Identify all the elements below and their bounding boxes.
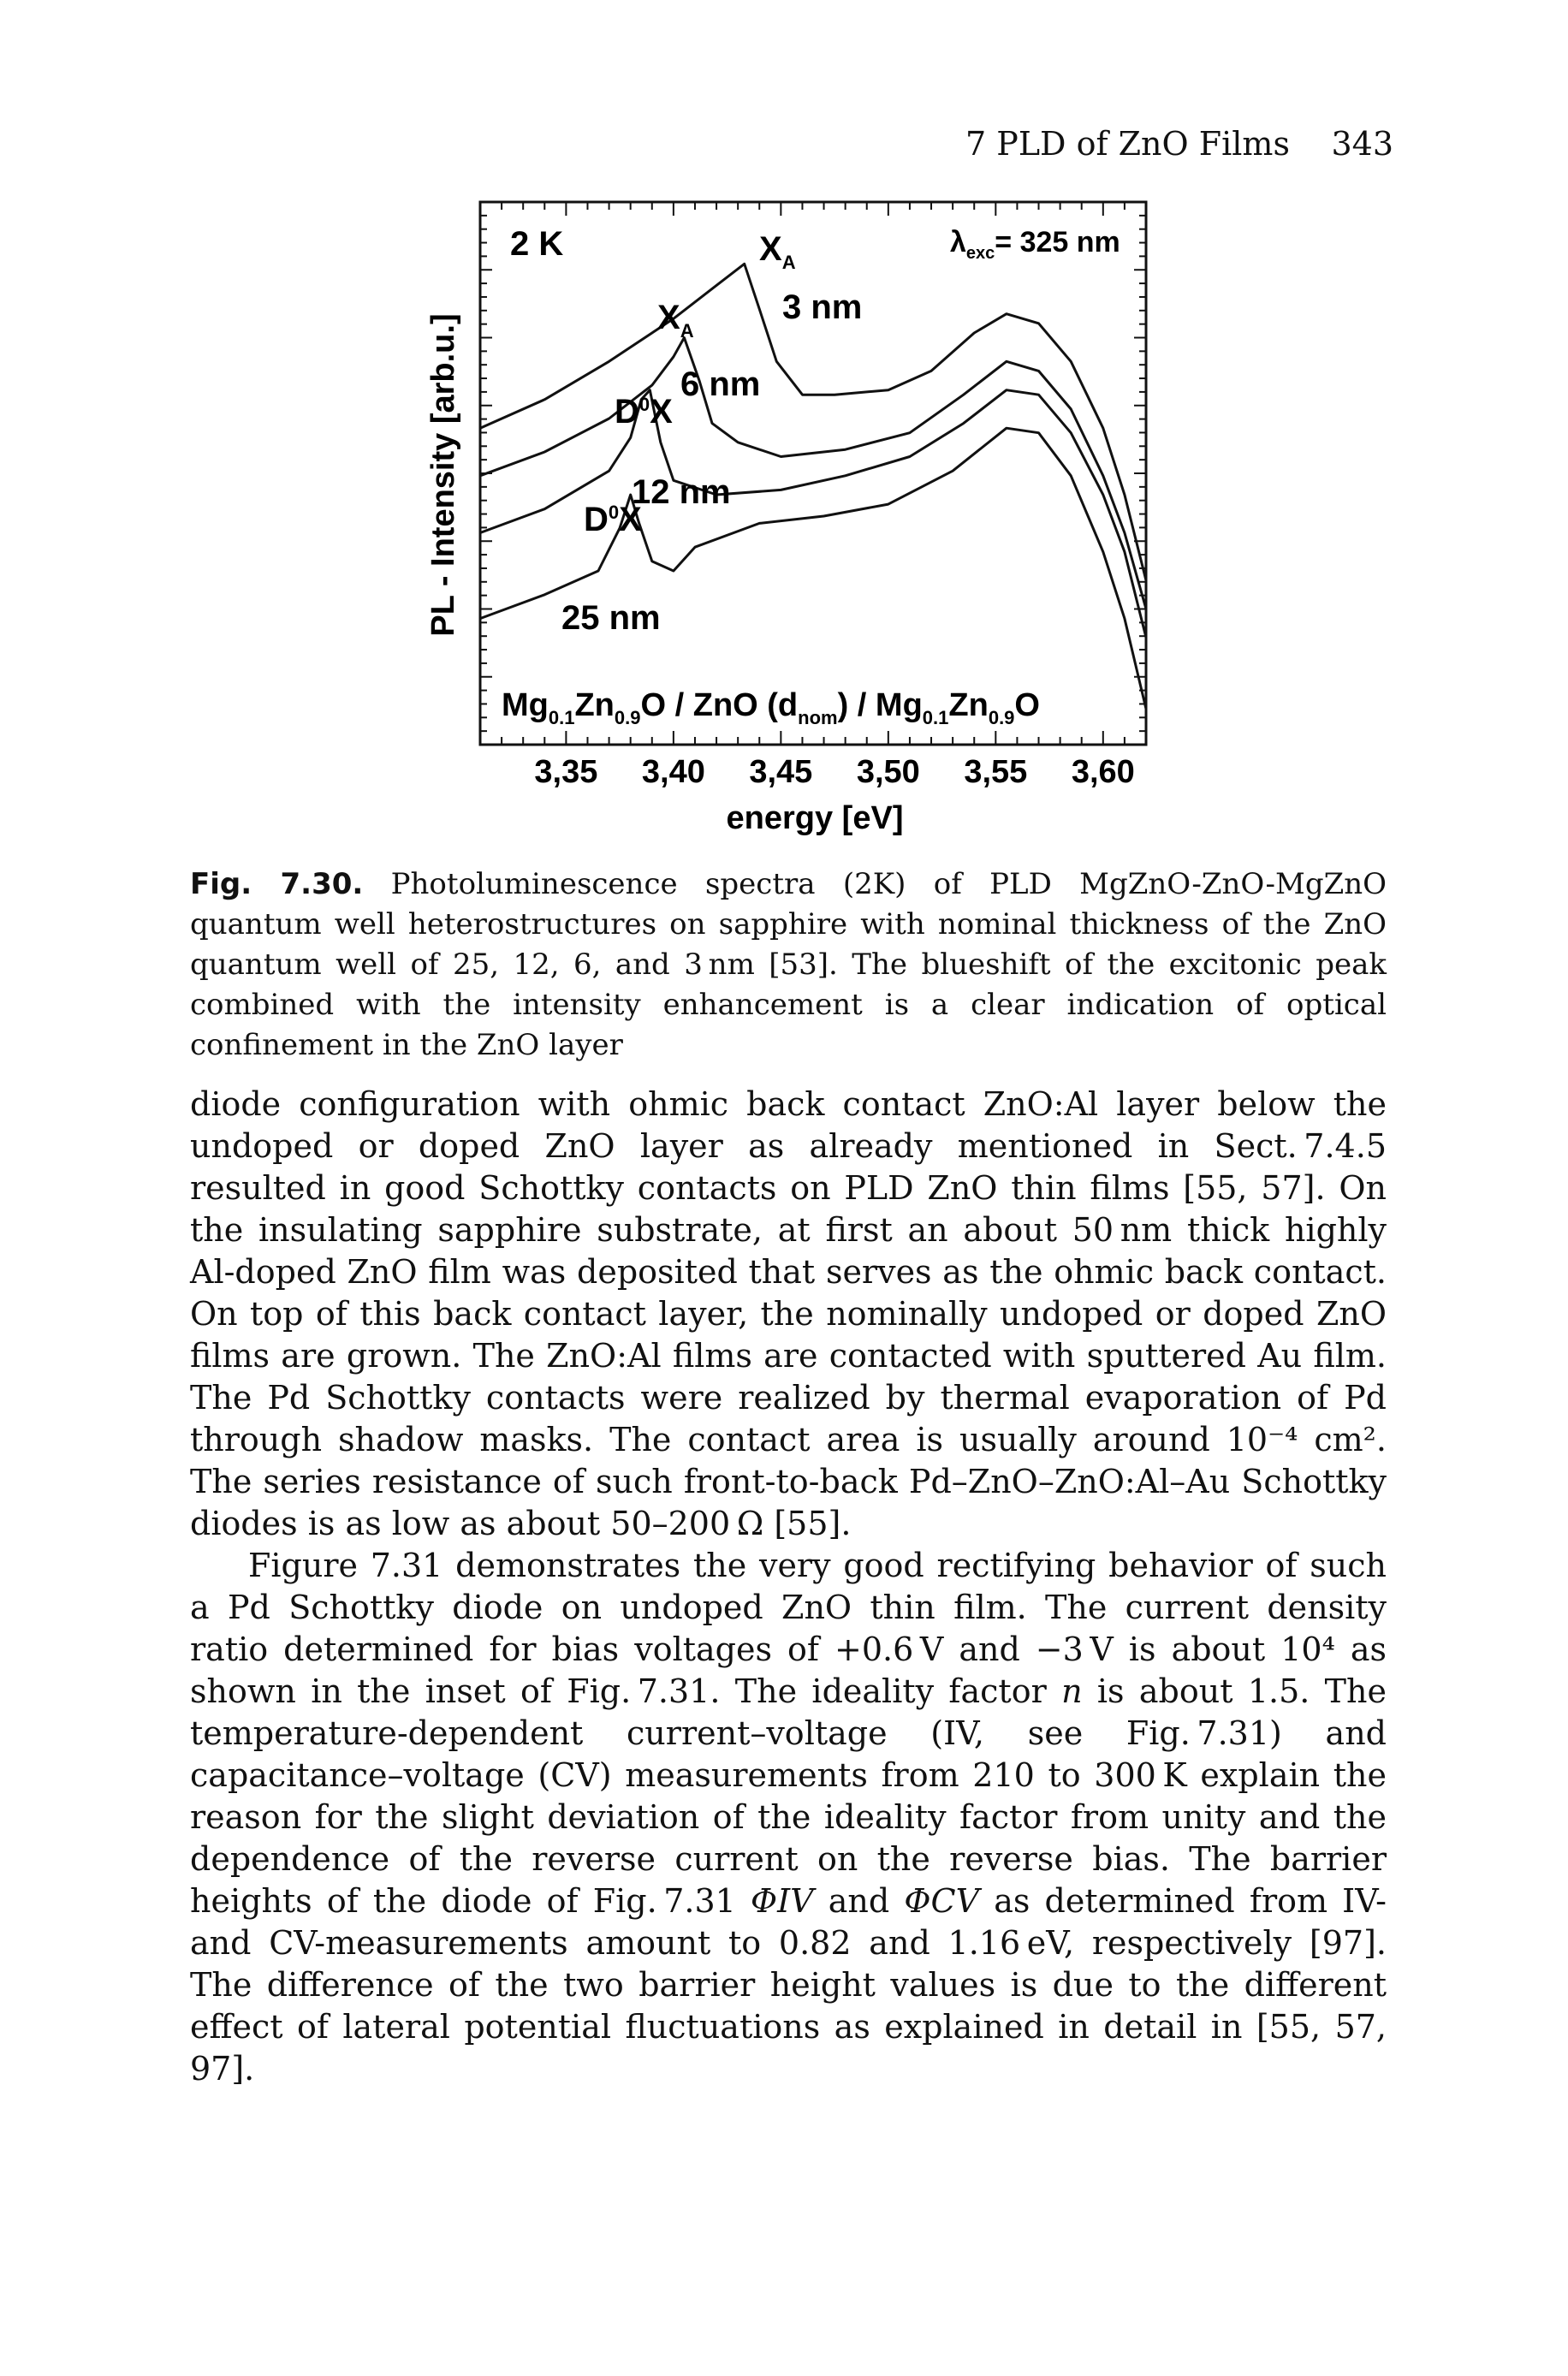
phi-cv-symbol: ΦCV	[904, 1882, 980, 1920]
x-tick-label: 3,35	[534, 754, 597, 790]
figure-caption: Fig. 7.30. Photoluminescence spectra (2K…	[190, 864, 1387, 1066]
page-number: 343	[1331, 125, 1393, 163]
x-tick-label: 3,40	[642, 754, 705, 790]
paragraph-2-part-c: and	[813, 1882, 905, 1920]
spectrum-line-25nm	[479, 426, 1148, 710]
paragraph-2-part-b: is about 1.5. The temperature-dependent …	[190, 1672, 1387, 1920]
series-labels: 3 nm 6 nm 12 nm 25 nm	[561, 288, 862, 637]
x-axis-label: energy [eV]	[727, 800, 904, 836]
series-label-6nm: 6 nm	[680, 365, 760, 403]
paragraph-2: Figure 7.31 demonstrates the very good r…	[190, 1545, 1387, 2090]
x-tick-label: 3,50	[857, 754, 920, 790]
excitation-subscript: exc	[966, 244, 995, 263]
spectrum-line-3nm	[479, 262, 1148, 581]
body-text: diode configuration with ohmic back cont…	[190, 1084, 1387, 2090]
ideality-symbol: n	[1061, 1672, 1083, 1710]
running-head: 7 PLD of ZnO Films 343	[965, 125, 1393, 163]
temperature-label: 2 K	[510, 225, 563, 263]
sample-structure-label: Mg0.1Zn0.9O / ZnO (dnom) / Mg0.1Zn0.9O	[502, 687, 1040, 728]
paragraph-2-part-d: as determined from IV- and CV-measuremen…	[190, 1882, 1387, 2088]
figure-label: Fig. 7.30.	[190, 867, 364, 901]
peak-label-d0x-12nm: D0X	[615, 393, 673, 431]
plot-frame	[478, 200, 1148, 746]
series-label-3nm: 3 nm	[782, 288, 862, 326]
series-label-12nm: 12 nm	[632, 473, 731, 511]
peak-label-xa-3nm: XA	[759, 230, 796, 273]
spectra-curves	[479, 262, 1148, 710]
peak-label-xa-6nm: XA	[657, 299, 694, 342]
y-axis-label: PL - Intensity [arb.u.]	[425, 313, 461, 636]
excitation-label: λexc= 325 nm	[950, 226, 1120, 263]
running-title: 7 PLD of ZnO Films	[965, 125, 1290, 163]
x-tick-label: 3,60	[1072, 754, 1135, 790]
series-label-25nm: 25 nm	[561, 599, 661, 637]
phi-iv-symbol: ΦIV	[751, 1882, 814, 1920]
paragraph-2-part-a: Figure 7.31 demonstrates the very good r…	[190, 1547, 1387, 1710]
lambda-symbol: λ	[950, 226, 966, 258]
spectrum-line-12nm	[479, 389, 1148, 639]
x-tick-label: 3,55	[964, 754, 1027, 790]
x-tick-label: 3,45	[749, 754, 812, 790]
figure-caption-text: Photoluminescence spectra (2K) of PLD Mg…	[190, 867, 1387, 1062]
plot-border	[478, 200, 1148, 746]
x-tick-labels: 3,35 3,40 3,45 3,50 3,55 3,60	[534, 754, 1134, 790]
excitation-value: = 325 nm	[995, 226, 1120, 258]
spectrum-line-6nm	[479, 336, 1148, 609]
paragraph-1: diode configuration with ohmic back cont…	[190, 1085, 1387, 1542]
tick-marks	[479, 201, 1147, 745]
